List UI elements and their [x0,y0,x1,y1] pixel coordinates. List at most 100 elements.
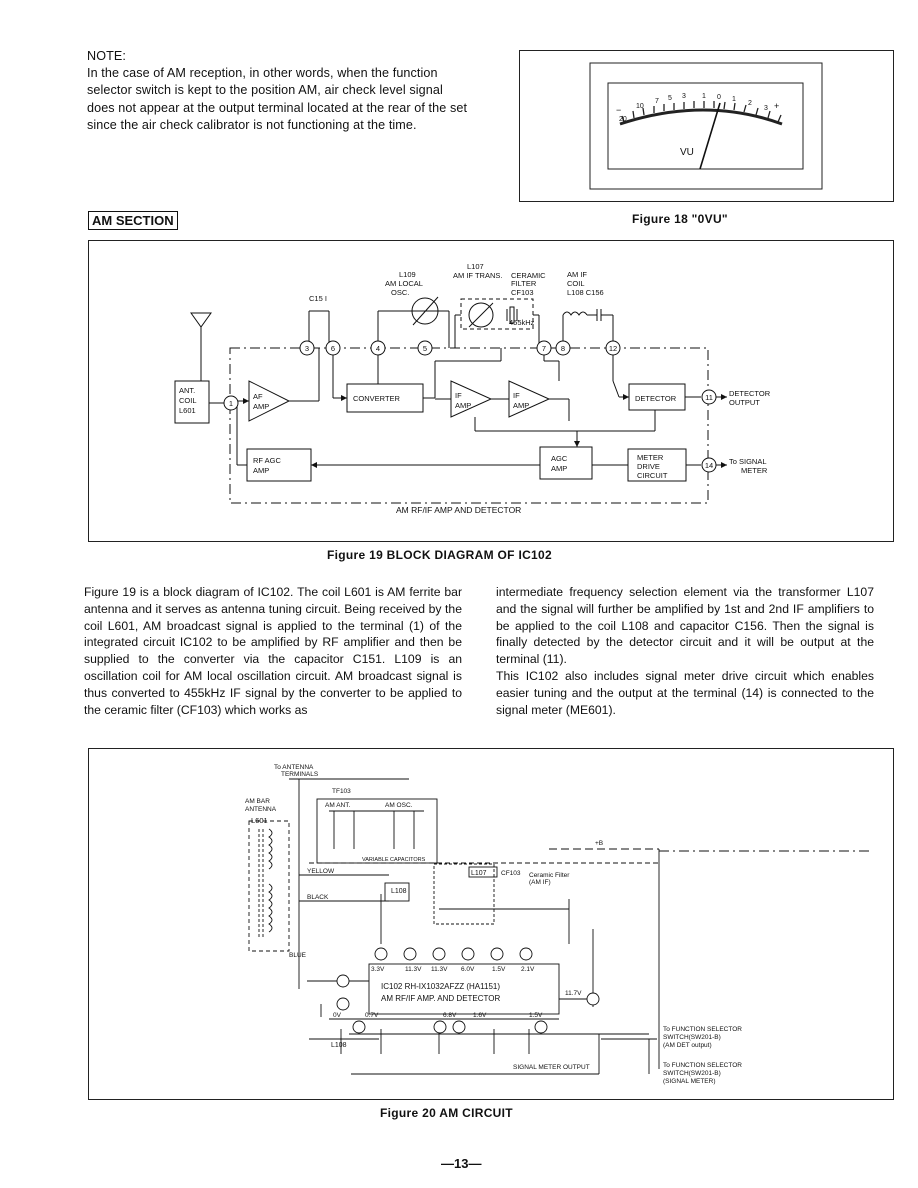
meter-drive-l1: METER [637,453,664,462]
l108-label-b: L108 [331,1042,347,1049]
to-func1-l1: To FUNCTION SELECTOR [663,1026,742,1033]
blue-label: BLUE [289,952,307,959]
am-bar-antenna-l1: AM BAR [245,798,270,805]
to-func2-l2: SWITCH(SW201-B) [663,1070,721,1077]
body-left-column: Figure 19 is a block diagram of IC102. T… [84,584,462,718]
cf103-l3: (AM IF) [529,879,551,886]
vu-tick-p1: 1 [732,96,736,103]
vu-tick-1: 1 [702,93,706,100]
to-func2-l1: To FUNCTION SELECTOR [663,1062,742,1069]
am-if-coil-l3: L108 C156 [567,288,604,297]
af-amp-l1: AF [253,392,263,401]
figure18-frame: − 20 10 7 5 3 1 0 1 2 3 + VU [519,50,894,202]
variable-caps-label: VARIABLE CAPACITORS [362,857,426,863]
v-top-3: 11.3V [431,966,448,973]
signal-meter-output: SIGNAL METER OUTPUT [513,1064,590,1071]
meter-drive-l3: CIRCUIT [637,471,668,480]
body-right-paragraph-1: intermediate frequency selection element… [496,585,874,667]
l107-l3: CERAMIC [511,271,546,280]
pin-3: 3 [305,344,309,353]
v-bot-5: 1.5V [529,1012,543,1019]
pin-6: 6 [331,344,335,353]
rf-agc-l1: RF AGC [253,456,282,465]
l109-l3: OSC. [391,288,409,297]
detector-label: DETECTOR [635,394,677,403]
if-amp2-l2: AMP [513,401,529,410]
v-bot-3: 6.8V [443,1012,457,1019]
note-block: NOTE: In the case of AM reception, in ot… [87,48,472,134]
cf103-l2: Ceramic Filter [529,872,570,879]
ic-label-2: AM RF/IF AMP. AND DETECTOR [381,994,501,1003]
to-signal-meter-l1: To SIGNAL [729,457,767,466]
note-heading: NOTE: [87,49,126,63]
am-bar-antenna-l2: ANTENNA [245,806,277,813]
rf-agc-l2: AMP [253,466,269,475]
if-amp1-l1: IF [455,391,462,400]
pin-11: 11 [705,393,713,402]
ant-coil-l3: L601 [179,406,196,415]
pin-14: 14 [705,461,713,470]
c151-label: C15 I [309,294,327,303]
block-diagram: 1 3 6 4 5 7 8 12 11 14 ANT. COIL L601 AF… [174,262,771,515]
figure20-caption: Figure 20 AM CIRCUIT [380,1106,513,1120]
v-right: 11.7V [565,990,582,997]
pin-8: 8 [561,344,565,353]
vu-tick-5: 5 [668,95,672,102]
l107-l1: L107 [467,262,484,271]
pin-5: 5 [423,344,427,353]
to-signal-meter-l2: METER [741,466,768,475]
detector-output-l1: DETECTOR [729,389,771,398]
body-right-column: intermediate frequency selection element… [496,584,874,718]
ic-label-1: IC102 RH-IX1032AFZZ (HA1151) [381,982,500,991]
agc-amp-l1: AGC [551,454,568,463]
am-if-coil-l2: COIL [567,279,585,288]
b-plus-label: +B [595,840,603,847]
pin-1: 1 [229,399,233,408]
v-top-6: 2.1V [521,966,535,973]
v-top-2: 11.3V [405,966,422,973]
section-title: AM SECTION [88,211,178,230]
vu-tick-20: 20 [619,116,627,123]
to-antenna-l2: TERMINALS [281,771,319,778]
af-amp-l2: AMP [253,402,269,411]
vu-needle [699,102,721,170]
am-if-coil-l1: AM IF [567,270,587,279]
cf103-l1: CF103 [501,870,521,877]
black-label: BLACK [307,894,329,901]
body-left-paragraph: Figure 19 is a block diagram of IC102. T… [84,585,462,717]
body-right-paragraph-2: This IC102 also includes signal meter dr… [496,668,874,717]
note-text: In the case of AM reception, in other wo… [87,66,468,132]
vu-plus: + [774,101,779,111]
vu-meter-illustration: − 20 10 7 5 3 1 0 1 2 3 + VU [589,62,823,190]
ant-coil-l2: COIL [179,396,197,405]
l601-label: L601 [251,816,268,825]
v-bot-1: 0V [333,1012,342,1019]
meter-drive-l2: DRIVE [637,462,660,471]
l107-l2: AM IF TRANS. [453,271,502,280]
ant-coil-l1: ANT. [179,386,195,395]
if-amp2-l1: IF [513,391,520,400]
am-ant-label: AM ANT. [325,802,350,809]
v-top-4: 6.0V [461,966,475,973]
v-bot-4: 1.6V [473,1012,487,1019]
pin-4: 4 [376,344,380,353]
to-antenna-l1: To ANTENNA [274,764,314,771]
vu-minus: − [616,105,621,115]
figure19-caption: Figure 19 BLOCK DIAGRAM OF IC102 [327,548,552,562]
l107-l5: CF103 [511,288,534,297]
vu-tick-p3: 3 [764,105,768,112]
vu-label: VU [680,147,694,158]
v-top-1: 3.3V [371,966,385,973]
am-circuit-schematic: To ANTENNA TERMINALS AM BAR ANTENNA L601… [245,764,869,1085]
figure19-bottom-label: AM RF/IF AMP AND DETECTOR [396,505,521,515]
tf103-label: TF103 [332,788,351,795]
if-amp1-l2: AMP [455,401,471,410]
vu-tick-3: 3 [682,93,686,100]
detector-output-l2: OUTPUT [729,398,760,407]
l109-l1: L109 [399,270,416,279]
agc-amp-l2: AMP [551,464,567,473]
figure20-frame: To ANTENNA TERMINALS AM BAR ANTENNA L601… [88,748,894,1100]
vu-tick-0: 0 [717,94,721,101]
v-bot-2: 0.7V [365,1012,379,1019]
figure19-frame: 1 3 6 4 5 7 8 12 11 14 ANT. COIL L601 AF… [88,240,894,542]
